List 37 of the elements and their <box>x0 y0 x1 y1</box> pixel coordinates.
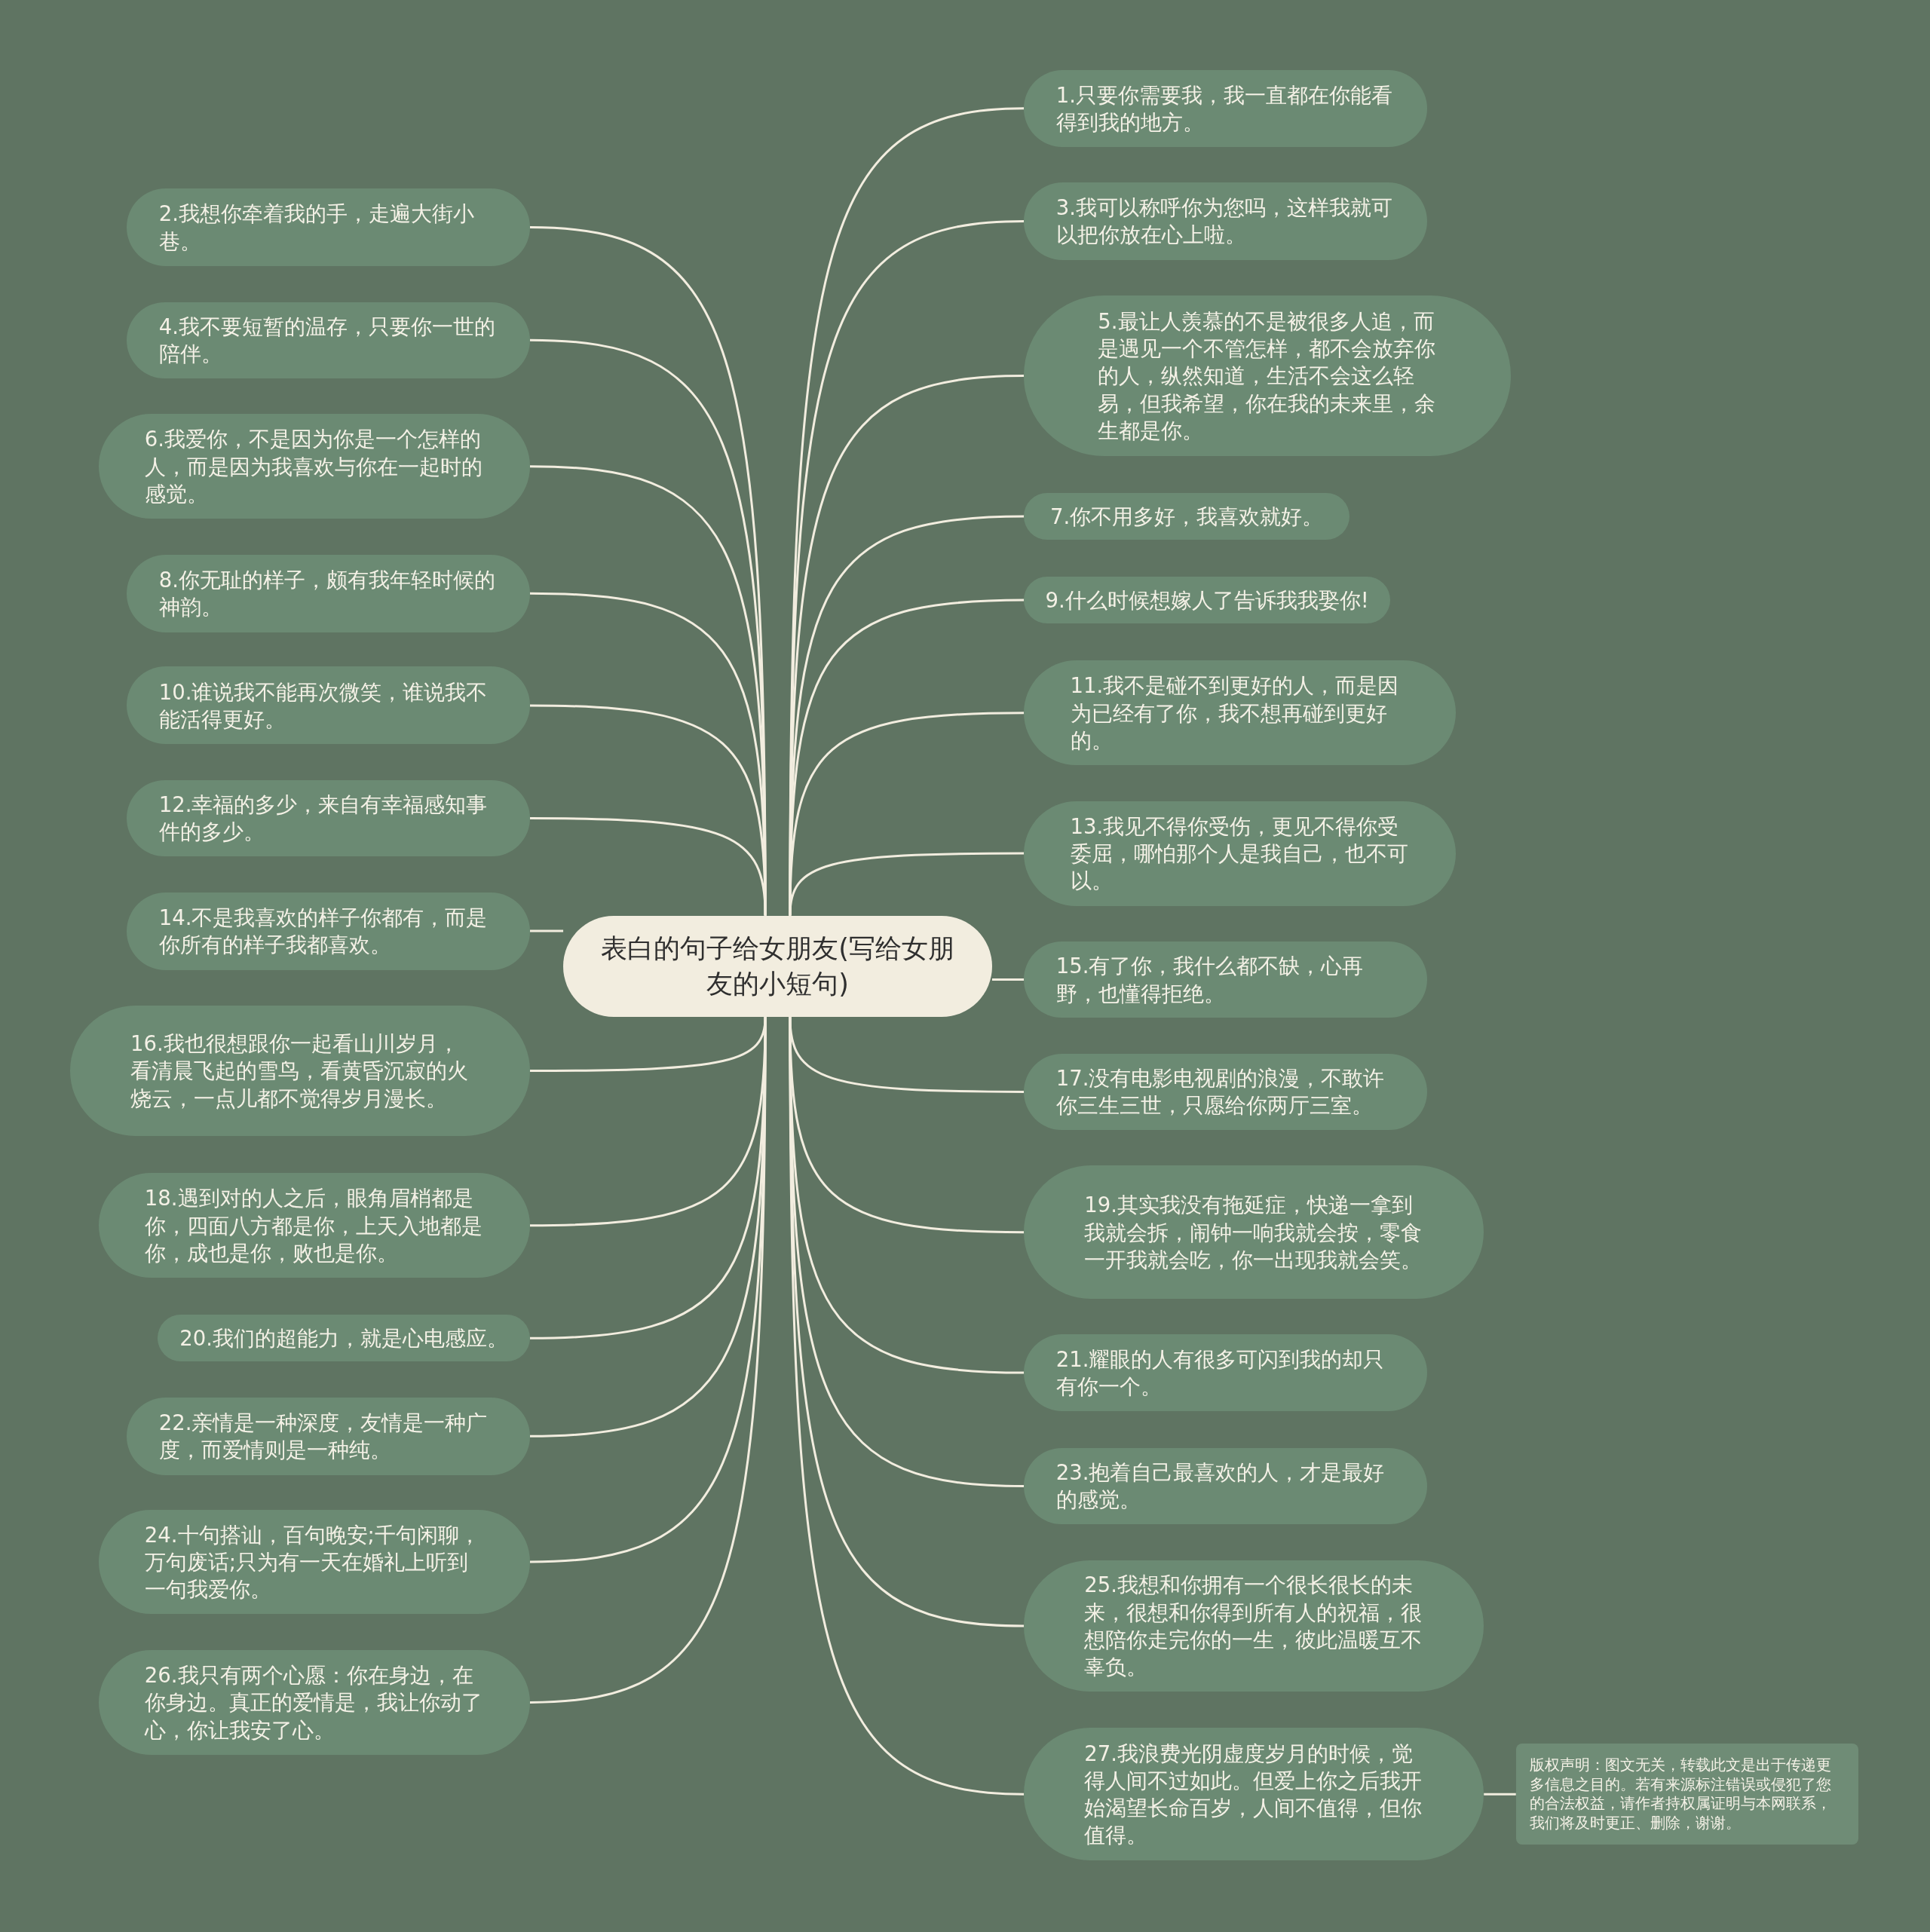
topic-text: 1.只要你需要我，我一直都在你能看得到我的地方。 <box>1055 81 1393 136</box>
connector-line <box>529 929 564 932</box>
notice-box <box>1515 1744 1859 1845</box>
connector-line <box>789 1016 1025 1796</box>
topic-title: 表白的句子给女朋友(写给女朋友的小短句) <box>600 932 955 1000</box>
connector-line <box>1484 1793 1516 1796</box>
topic-text: 17.没有电影电视剧的浪漫，不敢许你三生三世，只愿给你两厅三室。 <box>1055 1065 1386 1119</box>
topic-text: 23.抱着自己最喜欢的人，才是最好的感觉。 <box>1055 1459 1386 1514</box>
topic-text: 8.你无耻的样子，颇有我年轻时候的神韵。 <box>158 566 496 621</box>
topic-text: 4.我不要短暂的温存，只要你一世的陪伴。 <box>158 313 496 368</box>
topic-text: 2.我想你牵着我的手，走遍大街小巷。 <box>158 201 475 255</box>
topic-text: 19.其实我没有拖延症，快递一拿到我就会拆，闹钟一响我就会按，零食一开我就会吃，你一出现我就会笑。 <box>1084 1192 1423 1273</box>
topic-text: 13.我见不得你受伤，更见不得你受委屈，哪怕那个人是我自己，也不可以。 <box>1070 813 1409 895</box>
topic-text: 22.亲情是一种深度，友情是一种广度，而爱情则是一种纯。 <box>158 1409 489 1464</box>
topic-text: 20.我们的超能力，就是心电感应。 <box>179 1325 508 1352</box>
topic-text: 5.最让人羡慕的不是被很多人追，而是遇见一个不管怎样，都不会放弃你的人，纵然知道，生活不会这么轻易，但我希望，你在我的未来里，余生都是你。 <box>1098 308 1437 445</box>
topic-text: 3.我可以称呼你为您吗，这样我就可以把你放在心上啦。 <box>1055 194 1393 249</box>
topic-text: 26.我只有两个心愿：你在身边，在你身边。真正的爱情是，我让你动了心，你让我安了心。 <box>144 1661 483 1744</box>
connector-line <box>991 978 1025 981</box>
topic-text: 6.我爱你，不是因为你是一个怎样的人，而是因为我喜欢与你在一起时的感觉。 <box>144 426 483 507</box>
topic-text: 16.我也很想跟你一起看山川岁月，看清晨飞起的雪鸟，看黄昏沉寂的火烧云，一点儿都不觉得岁月漫长。 <box>130 1030 470 1112</box>
connector-line <box>789 852 1025 916</box>
topic-text: 24.十句搭讪，百句晚安;千句闲聊，万句废话;只为有一天在婚礼上听到一句我爱你。 <box>144 1521 481 1603</box>
topic-text: 14.不是我喜欢的样子你都有，而是你所有的样子我都喜欢。 <box>158 904 489 959</box>
topic-text: 9.什么时候想嫁人了告诉我我娶你! <box>1045 586 1369 614</box>
topic-text: 10.谁说我不能再次微笑，谁说我不能活得更好。 <box>158 678 489 733</box>
topic-text: 21.耀眼的人有很多可闪到我的却只有你一个。 <box>1055 1346 1386 1401</box>
topic-text: 11.我不是碰不到更好的人，而是因为已经有了你，我不想再碰到更好的。 <box>1070 672 1400 754</box>
connector-line <box>529 816 767 916</box>
topic-text: 27.我浪费光阴虚度岁月的时候，觉得人间不过如此。但爱上你之后我开始渴望长命百岁，人间不值得，但你值得。 <box>1084 1740 1423 1849</box>
topic-text: 15.有了你，我什么都不缺，心再野，也懂得拒绝。 <box>1055 953 1365 1007</box>
topic-text: 18.遇到对的人之后，眼角眉梢都是你，四面八方都是你，上天入地都是你，成也是你，败也是你。 <box>144 1185 483 1266</box>
connector-line <box>529 1016 767 1704</box>
topic-text: 25.我想和你拥有一个很长很长的未来，很想和你得到所有人的祝福，很想陪你走完你的一生，彼此温暖互不辜负。 <box>1084 1572 1423 1681</box>
topic-text: 12.幸福的多少，来自有幸福感知事件的多少。 <box>158 791 489 846</box>
topic-text: 版权声明：图文无关，转载此文是出于传递更多信息之目的。若有来源标注错误或侵犯了您的合法权益，请作者持权属证明与本网联系，我们将及时更正、删除，谢谢。 <box>1529 1756 1832 1832</box>
topic-text: 7.你不用多好，我喜欢就好。 <box>1050 503 1324 530</box>
